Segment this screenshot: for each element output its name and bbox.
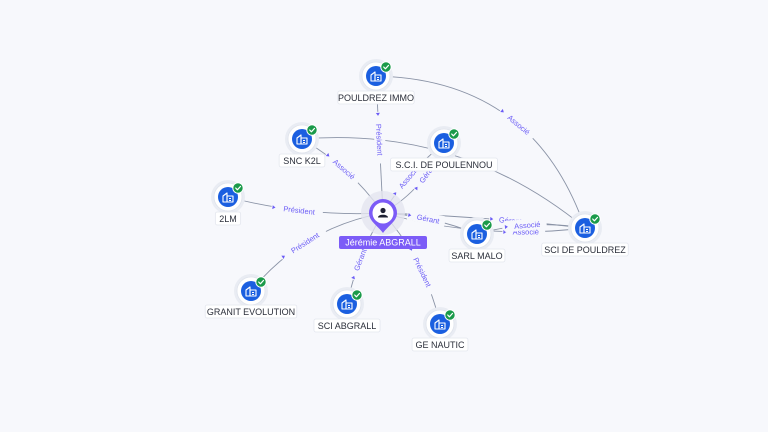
node-label: POULDREZ IMMO <box>338 93 414 103</box>
company-node[interactable]: SCI DE POULDREZ <box>541 211 629 257</box>
company-node[interactable]: SCI ABGRALL <box>313 287 381 333</box>
company-building-icon <box>222 192 234 203</box>
edge-label-text: Associé <box>514 220 541 231</box>
node-label: SNC K2L <box>283 156 321 166</box>
person-node[interactable]: Jérémie ABGRALL <box>339 191 427 249</box>
company-building-icon <box>434 319 446 330</box>
edge-arrow-icon <box>407 212 412 217</box>
node-label-bg <box>337 90 415 105</box>
company-node[interactable]: GRANIT EVOLUTION <box>204 274 298 319</box>
edge-label-bg <box>271 201 324 218</box>
edge-label-text: Président <box>283 204 316 217</box>
edge-arrow-icon <box>414 186 418 191</box>
node-label: GE NAUTIC <box>415 340 465 350</box>
company-building-icon <box>370 71 382 82</box>
node-label: SCI DE POULDREZ <box>544 245 626 255</box>
node-label: SCI ABGRALL <box>318 321 377 331</box>
edge-label-text: Président <box>411 256 433 289</box>
edge-arrow-icon <box>500 108 504 113</box>
edge-arrow-icon <box>504 224 508 229</box>
edges-layer <box>227 75 586 325</box>
company-building-icon <box>245 286 257 297</box>
company-building-icon <box>296 134 308 145</box>
company-node[interactable]: GE NAUTIC <box>411 307 469 352</box>
company-building-icon <box>341 299 353 310</box>
edge-arrow-icon <box>490 216 494 221</box>
verified-check-icon <box>589 213 601 225</box>
node-label-bg <box>541 242 629 257</box>
edge-label-bg <box>372 111 387 164</box>
edge-label-bg <box>323 150 362 185</box>
edge-label: Associé <box>503 217 547 232</box>
verified-check-icon <box>255 276 267 288</box>
verified-check-icon <box>448 128 460 140</box>
node-label-bg <box>411 337 469 352</box>
edge-label-bg <box>503 217 547 232</box>
verified-check-icon <box>380 61 392 73</box>
edge-label: Associé <box>498 106 537 141</box>
node-label-bg <box>278 153 326 168</box>
edge-label-bg <box>498 106 537 141</box>
node-label-bg <box>448 248 506 263</box>
company-building-icon <box>471 229 483 240</box>
verified-check-icon <box>444 309 456 321</box>
edge-label: Président <box>372 111 387 164</box>
node-label-bg <box>204 304 298 319</box>
edge-label-bg <box>406 209 446 227</box>
edge-label: Président <box>406 245 438 296</box>
company-node[interactable]: SARL MALO <box>448 217 506 263</box>
edge-arrow-icon <box>272 205 276 210</box>
company-node[interactable]: 2LM <box>211 180 245 226</box>
nodes-layer: POULDREZ IMMO SNC K2L S.C.I. DE POULENNOU 2… <box>204 59 629 352</box>
verified-check-icon <box>481 219 493 231</box>
edge-label: Président <box>279 225 328 262</box>
node-label: GRANIT EVOLUTION <box>207 307 295 317</box>
edge-label-text: Président <box>289 230 321 255</box>
company-node[interactable]: SNC K2L <box>278 122 326 168</box>
edge-label-bg <box>347 242 371 281</box>
edge-label-text: Associé <box>513 227 539 236</box>
person-label: Jérémie ABGRALL <box>345 238 421 248</box>
edge-label-bg <box>279 225 328 262</box>
edge-arrow-icon <box>281 255 285 260</box>
center-layer: Jérémie ABGRALL <box>339 191 427 249</box>
node-label-bg <box>390 157 498 172</box>
node-label-bg <box>313 318 381 333</box>
node-label: S.C.I. DE POULENNOU <box>395 160 492 170</box>
person-label-bg <box>339 236 427 249</box>
edge-label-text: Président <box>374 124 385 157</box>
person-icon <box>378 207 388 218</box>
edge-arrow-icon <box>503 229 507 234</box>
edge-label: Gérant <box>406 209 446 227</box>
node-label: 2LM <box>219 214 237 224</box>
edge-label: Président <box>271 201 324 218</box>
edge-arrow-icon <box>325 152 330 157</box>
edge-arrow-icon <box>375 112 380 116</box>
company-building-icon <box>438 138 450 149</box>
company-node[interactable]: S.C.I. DE POULENNOU <box>390 126 498 172</box>
company-node[interactable]: POULDREZ IMMO <box>337 59 415 105</box>
edge-label-bg <box>406 245 438 296</box>
verified-check-icon <box>306 124 318 136</box>
edge-label: Associé <box>323 150 362 185</box>
node-label: SARL MALO <box>451 251 502 261</box>
verified-check-icon <box>232 182 244 194</box>
edge-arrow-icon <box>351 275 355 280</box>
verified-check-icon <box>351 289 363 301</box>
node-label-bg <box>214 211 242 226</box>
company-building-icon <box>579 223 591 234</box>
